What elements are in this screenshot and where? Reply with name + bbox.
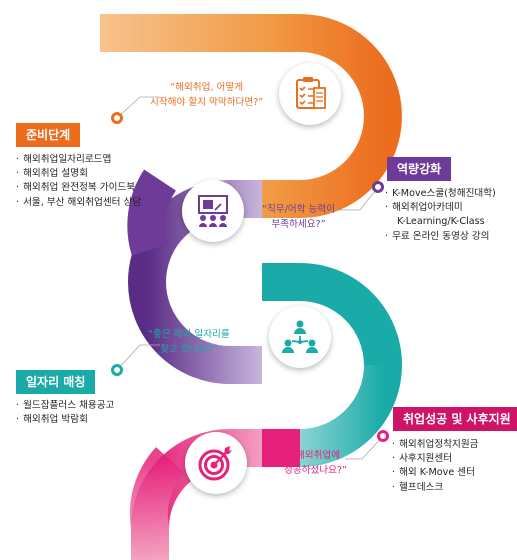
quote-preparation: “해외취업, 어떻게 시작해야 할지 막막하다면?” bbox=[150, 80, 263, 110]
list-item: 월드잡플러스 채용공고 bbox=[16, 399, 114, 413]
connector-dot-orange bbox=[111, 112, 123, 124]
stage-label-success-support: 취업성공 및 사후지원 bbox=[393, 407, 517, 431]
stage-label-capability: 역량강화 bbox=[387, 157, 452, 181]
leader-line-3 bbox=[116, 344, 160, 371]
stage-list-preparation: 해외취업일자리로드맵 해외취업 설명회 해외취업 완전정복 가이드북 서울, 부… bbox=[16, 153, 141, 210]
people-network-icon bbox=[269, 306, 331, 368]
leader-line-2 bbox=[335, 186, 379, 211]
connector-dot-pink bbox=[377, 430, 389, 442]
list-item: 해외취업아카데미 bbox=[385, 201, 496, 215]
list-item: 서울, 부산 해외취업센터 상담 bbox=[16, 196, 141, 210]
stage-label-preparation: 준비단계 bbox=[16, 123, 81, 147]
list-item: K-Move스쿨(청해진대학) bbox=[385, 187, 496, 201]
quote-line: “좋은 해외 일자리를 bbox=[148, 329, 230, 340]
quote-success-support: “해외취업에 성공하셨나요?” bbox=[284, 448, 347, 478]
leader-line-4 bbox=[345, 435, 384, 460]
list-item: 해외취업 완전정복 가이드북 bbox=[16, 181, 141, 195]
quote-job-matching: “좋은 해외 일자리를 찾고 있나요?” bbox=[148, 327, 230, 357]
list-item: K-Learning/K-Class bbox=[397, 216, 485, 228]
list-item: 헬프데스크 bbox=[392, 481, 479, 495]
quote-line: 시작해야 할지 막막하다면?” bbox=[150, 97, 264, 108]
list-item: 해외 K-Move 센터 bbox=[392, 466, 479, 480]
list-item: 해외취업일자리로드맵 bbox=[16, 153, 141, 167]
clipboard-checklist-icon bbox=[279, 63, 341, 125]
list-item: 사후지원센터 bbox=[392, 452, 479, 466]
list-item: 해외취업 설명회 bbox=[16, 167, 141, 181]
quote-line: “해외취업, 어떻게 bbox=[170, 82, 244, 93]
list-item: 무료 온라인 동영상 강의 bbox=[385, 230, 496, 244]
stage-list-success-support: 해외취업정착지원금 사후지원센터 해외 K-Move 센터 헬프데스크 bbox=[392, 438, 479, 495]
stage-list-job-matching: 월드잡플러스 채용공고 해외취업 박람회 bbox=[16, 399, 114, 427]
stage-label-job-matching: 일자리 매칭 bbox=[16, 370, 96, 394]
connector-dot-purple bbox=[372, 181, 384, 193]
target-arrow-icon bbox=[185, 432, 247, 494]
quote-line: “직무/어학 능력이 bbox=[262, 204, 336, 215]
quote-line: 성공하셨나요?” bbox=[284, 465, 348, 476]
quote-line: “해외취업에 bbox=[290, 450, 341, 461]
list-item: 해외취업 박람회 bbox=[16, 413, 114, 427]
list-item: 해외취업정착지원금 bbox=[392, 438, 478, 452]
quote-line: 찾고 있나요?” bbox=[160, 344, 218, 355]
stage-list-capability: K-Move스쿨(청해진대학) 해외취업아카데미 K-Learning/K-Cl… bbox=[385, 187, 496, 244]
leader-line-1 bbox=[116, 96, 160, 119]
connector-dot-teal bbox=[111, 364, 123, 376]
presentation-board-icon bbox=[182, 180, 244, 242]
path-segment-orange bbox=[100, 14, 402, 218]
quote-capability: “직무/어학 능력이 부족하세요?” bbox=[262, 202, 335, 232]
quote-line: 부족하세요?” bbox=[271, 219, 326, 230]
